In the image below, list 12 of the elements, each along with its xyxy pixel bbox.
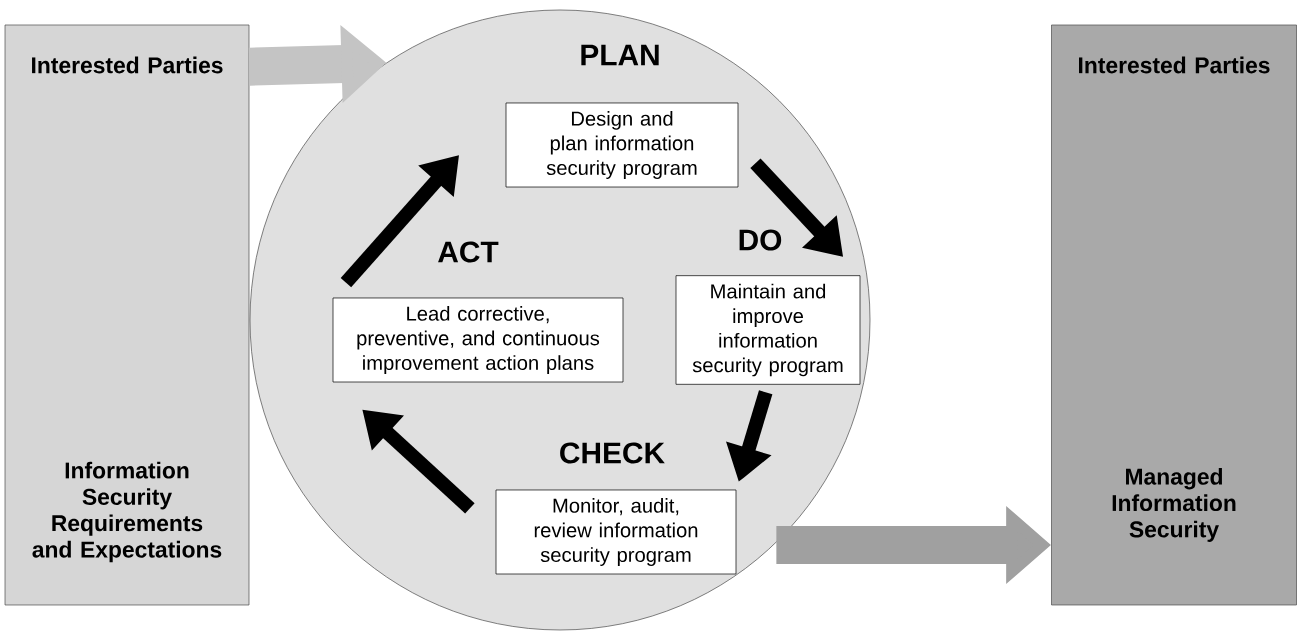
- panel-heading: Interested Parties: [32, 56, 223, 74]
- phase-heading: CHECK: [560, 442, 665, 464]
- step-box: Maintain and improve information security program: [675, 275, 861, 385]
- phase-heading: DO: [739, 229, 782, 251]
- phase-heading: ACT: [438, 241, 499, 263]
- step-box: Design and plan information security program: [505, 102, 739, 188]
- step-box: Lead corrective, preventive, and continuous improvement action plans: [332, 297, 624, 383]
- phase-heading: PLAN: [581, 44, 659, 66]
- panel-text: Managed Information Security: [1112, 468, 1236, 542]
- panel-heading: Interested Parties: [1079, 56, 1270, 74]
- step-box: Monitor, audit, review information security program: [495, 489, 737, 575]
- panel-text: Information Security Requirements and Expectations: [32, 461, 222, 563]
